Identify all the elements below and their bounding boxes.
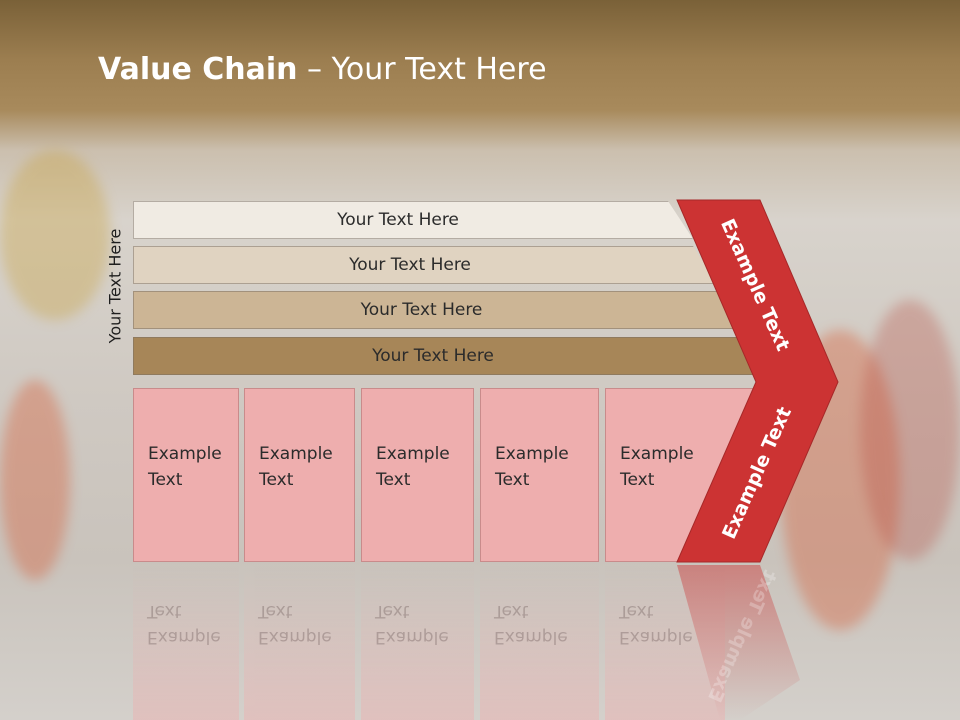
- box-line1: Example: [620, 444, 694, 464]
- slide-title: Value Chain – Your Text Here: [98, 52, 547, 87]
- box-line2: Text: [259, 470, 294, 490]
- box-line1: Example: [259, 444, 333, 464]
- box-line1: Example: [495, 444, 569, 464]
- box-line1: Example: [376, 444, 450, 464]
- box-line1: Example: [148, 444, 222, 464]
- chevron-reflection: [677, 565, 800, 720]
- box-line2: Text: [376, 470, 411, 490]
- bg-worker-far-right: [860, 300, 960, 560]
- bar-1: Your Text Here: [133, 201, 693, 239]
- title-rest: – Your Text Here: [297, 52, 547, 87]
- box-line2: Text: [620, 470, 655, 490]
- box-line2: Text: [495, 470, 530, 490]
- chevron-body: [676, 199, 839, 563]
- box-line2: Text: [148, 470, 183, 490]
- bar-3: Your Text Here: [133, 291, 740, 329]
- title-bold: Value Chain: [98, 52, 298, 87]
- bg-machinery: [0, 150, 110, 320]
- bg-worker-left: [0, 380, 70, 580]
- bar-2: Your Text Here: [133, 246, 717, 284]
- bar-4: Your Text Here: [133, 337, 763, 375]
